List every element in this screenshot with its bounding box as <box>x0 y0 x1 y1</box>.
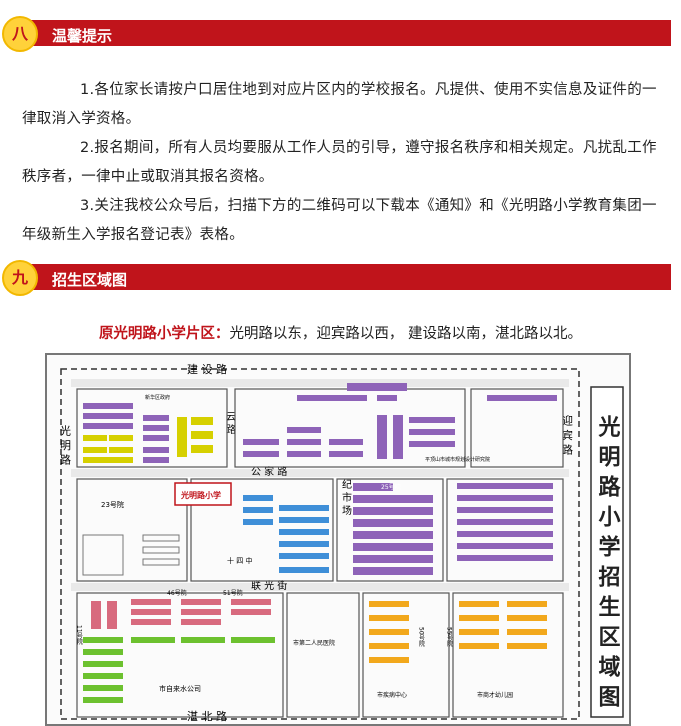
label-14th-middle: 十 四 中 <box>227 556 252 565</box>
label-23: 23号院 <box>101 500 124 509</box>
block-c <box>336 478 444 582</box>
enrollment-zone-map: 建 设 路 湛 北 路 公 家 路 联 光 街 光 明 路 迎 宾 路 云 路 … <box>45 353 631 726</box>
section-header-tips: 八 温馨提示 <box>0 14 681 52</box>
road-top <box>71 379 569 387</box>
road-mid <box>71 469 569 477</box>
label-kindergarten: 市商才幼儿园 <box>477 691 513 699</box>
section-title: 温馨提示 <box>52 27 113 45</box>
block-ne <box>470 388 564 468</box>
district-boundaries: 光明路以东，迎宾路以西， 建设路以南，湛北路以北。 <box>229 326 583 342</box>
block-school <box>190 478 334 582</box>
section-number-badge: 九 <box>2 260 38 296</box>
label-51: 51号院 <box>223 589 243 597</box>
block-se <box>452 592 564 718</box>
notice-text-1: 1.各位家长请按户口居住地到对应片区内的学校报名。凡提供、使用不实信息及证件的一… <box>22 82 657 127</box>
section-header-map: 九 招生区域图 <box>0 258 681 296</box>
label-design-institute: 平顶山市城市规划设计研究院 <box>425 456 490 463</box>
notice-item-3: 3.关注我校公众号后，扫描下方的二维码可以下载本《通知》和《光明路小学教育集团一… <box>22 192 662 250</box>
road-label-top: 建 设 路 <box>187 362 227 376</box>
buildings-50 <box>369 601 547 663</box>
label-school: 光明路小学 <box>180 490 221 500</box>
block-sw <box>76 592 284 718</box>
road-label-right: 迎 宾 路 <box>561 415 574 456</box>
block-s2 <box>362 592 450 718</box>
block-w <box>76 478 188 582</box>
section-title: 招生区域图 <box>52 271 128 289</box>
section-header-stripe <box>22 264 671 290</box>
notice-item-1: 1.各位家长请按户口居住地到对应片区内的学校报名。凡提供、使用不实信息及证件的一… <box>22 76 662 134</box>
label-cdc: 市疾病中心 <box>377 691 407 699</box>
buildings-school-area <box>243 495 329 573</box>
label-hotel: 新华区政府 <box>145 394 170 401</box>
label-50: 50号院 <box>418 627 425 648</box>
road-label-v2: 纪 市 场 <box>340 479 352 516</box>
label-55: 55号院 <box>446 627 453 648</box>
road-label-mid2: 联 光 街 <box>251 579 287 592</box>
notice-item-2: 2.报名期间，所有人员均要服从工作人员的引导，遵守报名秩序和相关规定。凡扰乱工作… <box>22 134 662 192</box>
block-e <box>446 478 564 582</box>
zone-boundary <box>60 368 580 720</box>
block-s <box>286 592 360 718</box>
district-label: 原光明路小学片区： <box>98 326 230 342</box>
label-25: 25号院 <box>381 483 401 491</box>
map-graphic: 建 设 路 湛 北 路 公 家 路 联 光 街 光 明 路 迎 宾 路 云 路 … <box>59 362 624 723</box>
road-label-left: 光 明 路 <box>59 424 72 466</box>
section-number-badge: 八 <box>2 16 38 52</box>
map-vertical-title: 光明路小学招生区域图 <box>595 415 622 715</box>
road-label-mid: 公 家 路 <box>251 465 287 478</box>
road-label-v1: 云 路 <box>224 411 236 435</box>
block-nw <box>76 388 228 468</box>
road-mid2 <box>71 583 569 591</box>
buildings-25 <box>353 483 553 575</box>
label-46: 46号院 <box>167 589 187 597</box>
school-marker <box>174 482 232 506</box>
label-water-company: 市自来水公司 <box>159 684 201 693</box>
notice-text-3: 3.关注我校公众号后，扫描下方的二维码可以下载本《通知》和《光明路小学教育集团一… <box>22 198 657 243</box>
label-11: 11号院 <box>76 625 83 646</box>
notice-text-2: 2.报名期间，所有人员均要服从工作人员的引导，遵守报名秩序和相关规定。凡扰乱工作… <box>22 140 657 185</box>
section-header-stripe <box>22 20 671 46</box>
buildings-n <box>243 383 557 459</box>
district-description: 原光明路小学片区：光明路以东，迎宾路以西， 建设路以南，湛北路以北。 <box>0 322 681 343</box>
buildings-w <box>82 534 180 576</box>
label-hospital: 市第二人民医院 <box>293 639 335 647</box>
buildings-nw <box>83 403 213 463</box>
buildings-sw <box>83 599 275 703</box>
map-title-panel <box>590 386 624 718</box>
